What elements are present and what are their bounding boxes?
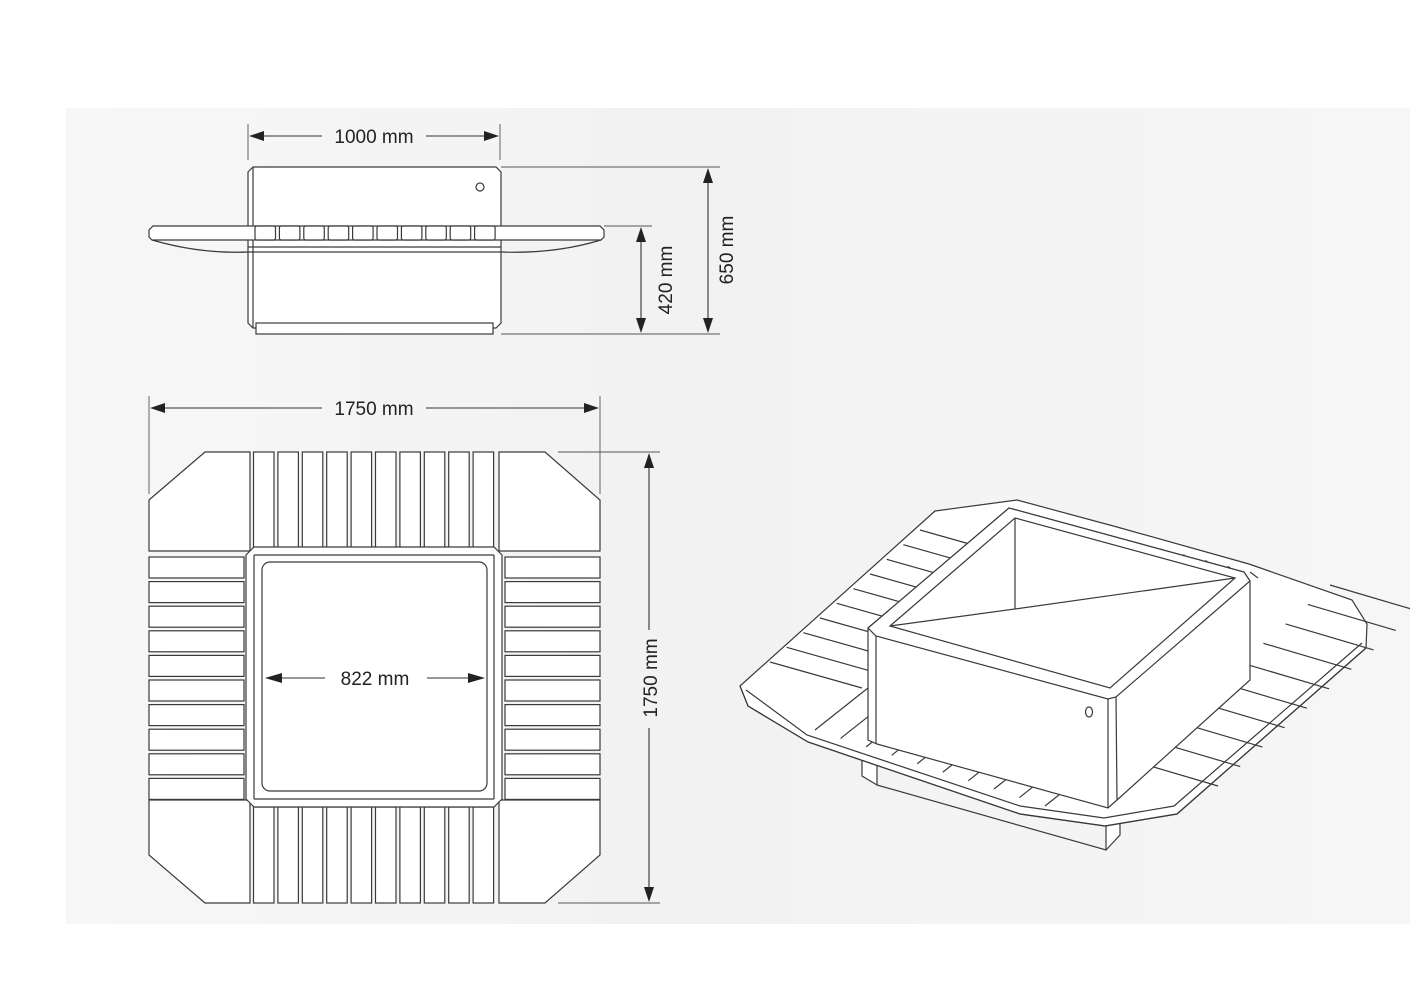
arrowhead — [636, 227, 646, 242]
arrowhead — [584, 403, 599, 413]
iso-slat — [1285, 623, 1374, 651]
slat-right — [504, 777, 601, 801]
seat-slat — [278, 225, 301, 241]
slat-right — [504, 580, 601, 604]
iso-slat — [1249, 571, 1259, 579]
corner-piece-tl — [148, 451, 251, 552]
seat-slat — [474, 225, 496, 241]
slat-right — [504, 703, 601, 727]
arrowhead — [644, 887, 654, 902]
slat-top — [472, 451, 495, 549]
iso-slat — [1240, 662, 1330, 690]
arrowhead — [150, 403, 165, 413]
seat-slat — [303, 225, 325, 241]
corner-piece-tr — [498, 451, 601, 552]
slat-top — [301, 451, 324, 549]
side-elevation-view: 1000 mm 420 mm 650 mm — [148, 124, 738, 335]
slat-bottom — [423, 806, 446, 904]
slat-top — [277, 451, 299, 549]
slat-right — [504, 630, 601, 653]
slat-bottom — [399, 806, 421, 904]
slat-right — [504, 556, 601, 579]
arrowhead — [468, 673, 485, 683]
arrowhead — [636, 318, 646, 333]
isometric-view — [739, 499, 1410, 851]
slat-left — [148, 753, 245, 776]
slat-left — [148, 777, 245, 801]
seat-slats — [254, 225, 496, 241]
slat-right — [504, 605, 601, 628]
slat-top — [252, 451, 275, 549]
slat-top — [399, 451, 421, 549]
dim-label-total-height: 650 mm — [717, 216, 738, 285]
plan-view: 1750 mm 822 mm — [148, 396, 662, 904]
iso-slat — [1329, 584, 1410, 610]
slat-left — [148, 605, 245, 628]
slat-right — [504, 753, 601, 776]
slat-top — [423, 451, 446, 549]
slat-bottom — [277, 806, 299, 904]
slat-left — [148, 654, 245, 678]
iso-slat — [1307, 603, 1396, 632]
slat-left — [148, 679, 245, 702]
container-base — [255, 322, 494, 335]
seat-slat — [376, 225, 399, 241]
iso-seat-edge — [739, 647, 1367, 827]
slat-left — [148, 630, 245, 653]
slat-bottom — [301, 806, 324, 904]
slat-top — [350, 451, 373, 549]
slat-right — [504, 728, 601, 751]
iso-slat — [814, 683, 874, 731]
slat-left — [148, 580, 245, 604]
seat-slat — [352, 225, 374, 241]
dim-label-seat-height: 420 mm — [656, 246, 677, 315]
slat-bottom — [252, 806, 275, 904]
dim-label-top-depth: 1750 mm — [641, 638, 662, 717]
arrowhead — [703, 168, 713, 183]
slat-bottom — [472, 806, 495, 904]
slat-top — [448, 451, 470, 549]
slat-bottom — [350, 806, 373, 904]
arrowhead — [484, 131, 499, 141]
arrowhead — [249, 131, 264, 141]
dim-label-top-width: 1750 mm — [334, 399, 413, 420]
slat-bottom — [448, 806, 470, 904]
iso-slat — [1263, 642, 1352, 670]
dim-label-side-width: 1000 mm — [334, 127, 413, 148]
iso-planter-edge — [1115, 696, 1118, 801]
slat-left — [148, 728, 245, 751]
arrowhead — [265, 673, 282, 683]
dim-label-inner-opening: 822 mm — [341, 669, 410, 690]
container-opening — [261, 561, 488, 792]
seat-underside-left — [151, 239, 249, 253]
corner-piece-br — [498, 799, 601, 904]
slat-right — [504, 679, 601, 702]
seat-underside-right — [500, 239, 602, 253]
slat-left — [148, 703, 245, 727]
plan-slats — [148, 451, 601, 904]
iso-slat — [769, 661, 863, 689]
slat-right — [504, 654, 601, 678]
iso-slat — [786, 646, 879, 674]
seat-slat — [449, 225, 472, 241]
seat-slat — [254, 225, 277, 241]
slat-bottom — [374, 806, 397, 904]
seat-slat — [327, 225, 350, 241]
arrowhead — [703, 318, 713, 333]
seat-slat — [425, 225, 447, 241]
slat-top — [374, 451, 397, 549]
corner-piece-bl — [148, 799, 251, 904]
iso-drain-hole — [1084, 706, 1094, 718]
slat-left — [148, 556, 245, 579]
seat-slat — [400, 225, 423, 241]
iso-seat-top-edge — [745, 642, 1363, 819]
iso-planter-inner-line — [1014, 577, 1236, 610]
slat-top — [326, 451, 348, 549]
arrowhead — [644, 453, 654, 468]
drain-hole — [475, 182, 485, 192]
slat-bottom — [326, 806, 348, 904]
